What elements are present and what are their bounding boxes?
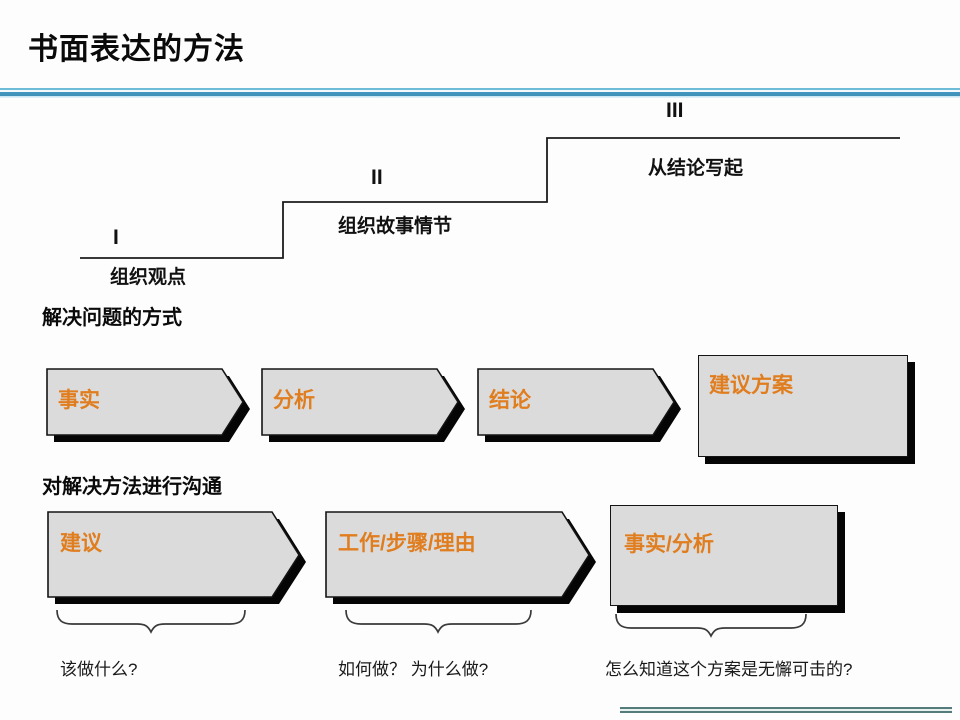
flow-arrow-work-steps-reason: 工作/步骤/理由 xyxy=(325,511,601,616)
stair-step-3-numeral: III xyxy=(666,99,684,122)
flow-box-facts-analysis-label: 事实/分析 xyxy=(624,533,714,556)
flow-arrow-suggestion: 建议 xyxy=(47,511,311,616)
flow-arrow-facts: 事实 xyxy=(46,368,258,455)
underbrace-work xyxy=(345,609,532,634)
underbrace-facts-analysis xyxy=(615,613,807,638)
flow-arrow-conclusion: 结论 xyxy=(477,368,689,455)
underbrace-suggestion xyxy=(56,609,246,634)
flow-arrow-work-steps-reason-label: 工作/步骤/理由 xyxy=(338,532,476,555)
stair-step-3-label: 从结论写起 xyxy=(648,158,744,179)
stair-step-2-label: 组织故事情节 xyxy=(338,216,453,237)
stair-step-2-numeral: II xyxy=(371,166,383,189)
flow-arrow-conclusion-label: 结论 xyxy=(489,389,531,412)
flow-arrow-analysis: 分析 xyxy=(261,368,473,455)
section-solve-heading: 解决问题的方式 xyxy=(42,307,182,329)
flow-box-facts-analysis: 事实/分析 xyxy=(610,505,838,606)
page-title: 书面表达的方法 xyxy=(28,33,245,66)
footer-rule xyxy=(620,707,952,713)
flow-box-proposal-label: 建议方案 xyxy=(709,374,793,397)
stair-step-1-label: 组织观点 xyxy=(110,267,187,288)
flow-arrow-suggestion-label: 建议 xyxy=(60,532,102,555)
stair-step-1-numeral: I xyxy=(113,226,119,249)
flow-arrow-facts-label: 事实 xyxy=(58,389,100,412)
flow-box-proposal: 建议方案 xyxy=(698,355,908,457)
flow-arrow-analysis-label: 分析 xyxy=(273,389,315,412)
question-what-to-do: 该做什么? xyxy=(60,660,138,679)
question-how-know-solid: 怎么知道这个方案是无懈可击的? xyxy=(605,660,853,679)
staircase-lines xyxy=(80,137,900,259)
section-communicate-heading: 对解决方法进行沟通 xyxy=(42,476,222,498)
title-underline-rule xyxy=(0,88,960,98)
question-how-why: 如何做？ 为什么做? xyxy=(338,660,489,679)
